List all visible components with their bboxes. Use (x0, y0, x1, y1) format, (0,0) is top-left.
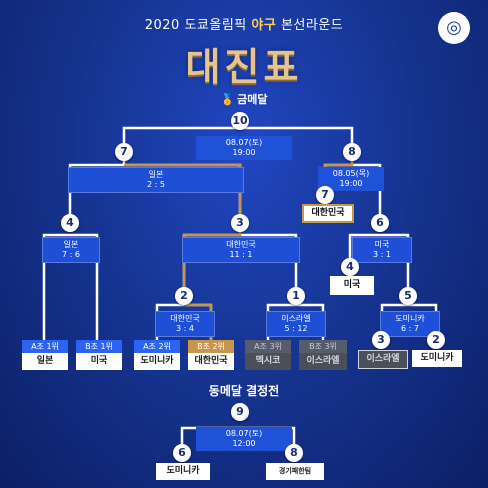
header-title-suffix: 본선라운드 (276, 18, 344, 33)
game-3-score: 11 : 1 (229, 250, 253, 259)
game-3-team: 대한민국 (226, 240, 256, 249)
game-7-loser-node: 7 (316, 186, 334, 204)
game-2-loser-node: 2 (427, 331, 445, 349)
team-b3: B조 3위 이스라엘 (299, 340, 347, 370)
usa-team-label: 미국 (330, 276, 374, 295)
game-3-result: 대한민국 11 : 1 (182, 237, 300, 263)
game-8-date: 08.05(목) (332, 169, 370, 178)
header-title: 2020 도쿄올림픽 야구 본선라운드 (0, 14, 488, 33)
game-4-node: 4 (61, 214, 79, 232)
final-date-box: 08.07(토) 19:00 (196, 136, 292, 160)
gold-medal-text: 금메달 (237, 93, 268, 106)
team-b1-seed: B조 1위 (76, 340, 122, 353)
game-3-loser-node: 3 (372, 331, 390, 349)
game-4-score: 7 : 6 (62, 250, 80, 259)
team-a3-name: 멕시코 (245, 353, 291, 370)
game-10-node: 10 (231, 112, 249, 130)
game-1-result: 이스라엘 5 : 12 (266, 311, 326, 337)
game-6-score: 3 : 1 (373, 250, 391, 259)
game-2-score: 3 : 4 (176, 324, 194, 333)
game-1-team: 이스라엘 (281, 314, 311, 323)
korea-team-label: 대한민국 (302, 204, 354, 223)
team-b1-name: 미국 (76, 353, 122, 370)
team-b1: B조 1위 미국 (76, 340, 122, 370)
dominican-team: 도미니카 (412, 350, 462, 367)
game-6-loser-node: 4 (341, 258, 359, 276)
team-a3: A조 3위 멕시코 (245, 340, 291, 370)
team-a1-name: 일본 (22, 353, 68, 370)
game-1-node: 1 (287, 287, 305, 305)
game-7-node: 7 (115, 143, 133, 161)
team-b3-name: 이스라엘 (299, 353, 347, 370)
game-7-result: 일본 2 : 5 (68, 167, 244, 193)
bronze-date-box: 08.07(토) 12:00 (196, 427, 292, 451)
bronze-left-team: 도미니카 (156, 463, 210, 480)
game-9-node: 9 (231, 403, 249, 421)
game-5-result: 도미니카 6 : 7 (380, 311, 440, 337)
bronze-left-node: 6 (173, 444, 191, 462)
gold-medal-label: 🏅금메달 (200, 91, 288, 107)
game-7-score: 2 : 5 (147, 180, 165, 189)
game-6-result: 미국 3 : 1 (352, 237, 412, 263)
final-date: 08.07(토) (225, 138, 263, 147)
bronze-right-node: 8 (285, 444, 303, 462)
team-a1-seed: A조 1위 (22, 340, 68, 353)
game-2-node: 2 (175, 287, 193, 305)
team-b2-name: 대한민국 (188, 353, 234, 370)
bronze-right-team: 경기패한팀 (266, 463, 324, 480)
main-title: 대진표 (185, 45, 303, 89)
game-1-score: 5 : 12 (284, 324, 308, 333)
game-7-team: 일본 (148, 170, 164, 179)
bronze-medal-label: 동메달 결정전 (208, 384, 280, 398)
team-a2-seed: A조 2위 (134, 340, 180, 353)
final-time: 19:00 (232, 148, 256, 157)
team-b2-seed: B조 2위 (188, 340, 234, 353)
bronze-time: 12:00 (232, 439, 256, 448)
game-8-node: 8 (343, 143, 361, 161)
game-2-team: 대한민국 (170, 314, 200, 323)
israel-eliminated: 이스라엘 (358, 350, 408, 369)
game-5-team: 도미니카 (395, 314, 425, 323)
team-a1: A조 1위 일본 (22, 340, 68, 370)
game-3-node: 3 (231, 214, 249, 232)
game-4-result: 일본 7 : 6 (42, 237, 100, 263)
bronze-date: 08.07(토) (225, 429, 263, 438)
header-title-highlight: 야구 (251, 18, 277, 33)
game-5-score: 6 : 7 (401, 324, 419, 333)
game-4-team: 일본 (63, 240, 79, 249)
team-b2: B조 2위 대한민국 (188, 340, 234, 370)
olympic-baseball-logo-icon: ◎ (438, 12, 470, 44)
game-2-result: 대한민국 3 : 4 (155, 311, 215, 337)
medal-icon: 🏅 (220, 93, 235, 106)
team-a2-name: 도미니카 (134, 353, 180, 370)
game-8-time: 19:00 (339, 179, 363, 188)
team-a2: A조 2위 도미니카 (134, 340, 180, 370)
team-b3-seed: B조 3위 (299, 340, 347, 353)
game-5-node: 5 (399, 287, 417, 305)
game-6-node: 6 (371, 214, 389, 232)
header-title-prefix: 2020 도쿄올림픽 (144, 18, 252, 33)
team-a3-seed: A조 3위 (245, 340, 291, 353)
game-6-team: 미국 (374, 240, 390, 249)
